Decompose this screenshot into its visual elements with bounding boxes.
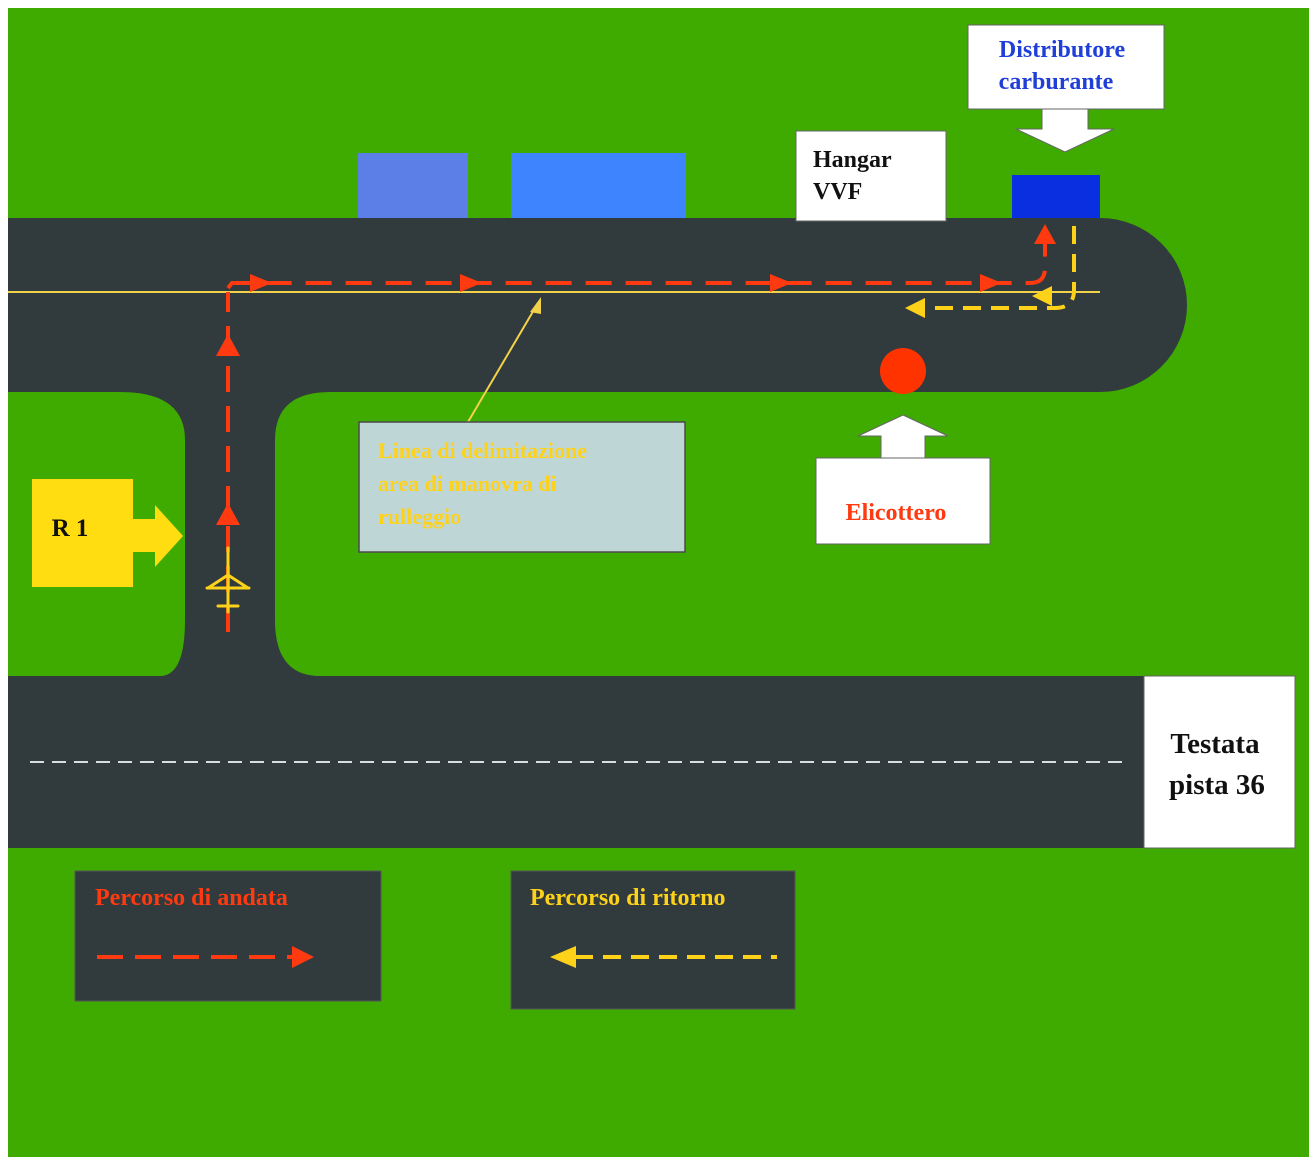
helicopter-marker <box>880 348 926 394</box>
airplane-icon <box>205 546 251 614</box>
r1-label: R 1 <box>52 515 89 542</box>
hangar-label-line2: VVF <box>813 179 862 205</box>
callout-pointer-arrowhead <box>530 297 541 314</box>
hangar-label-line1: Hangar <box>813 147 892 173</box>
helicopter-label: Elicottero <box>815 414 991 545</box>
runway-threshold-label: Testata pista 36 <box>1143 675 1296 849</box>
taxiway <box>8 218 1187 392</box>
legend-outbound-label: Percorso di andata <box>95 885 288 911</box>
building-right <box>511 153 686 223</box>
runway-label-line2: pista 36 <box>1169 769 1265 801</box>
legend-return: Percorso di ritorno <box>510 870 796 1010</box>
right-arrow-icon <box>133 505 183 567</box>
down-arrow-icon <box>1015 108 1115 153</box>
legend-return-label: Percorso di ritorno <box>530 885 726 911</box>
building-left <box>358 153 468 223</box>
fuel-label-line2: carburante <box>999 69 1114 95</box>
fuel-dispenser-label: Distributore carburante <box>967 24 1165 153</box>
runway-label-line1: Testata <box>1170 728 1260 760</box>
outbound-arrowheads <box>216 224 1056 525</box>
callout-line1: Linea di delimitazione <box>378 438 587 463</box>
legend-outbound-arrowhead <box>292 946 314 968</box>
callout-pointer-line <box>467 302 539 423</box>
helicopter-label-text: Elicottero <box>846 500 947 526</box>
callout-line2: area di manovra di <box>378 471 557 496</box>
return-route <box>925 226 1076 310</box>
boundary-line-callout: Linea di delimitazione area di manovra d… <box>358 421 686 553</box>
legend-outbound: Percorso di andata <box>74 870 382 1002</box>
r1-sign: R 1 <box>32 479 183 587</box>
fuel-tank <box>1012 175 1100 218</box>
return-arrowheads <box>905 286 1052 318</box>
hangar-label: Hangar VVF <box>795 130 947 222</box>
legend-return-arrowhead <box>550 946 576 968</box>
callout-line3: rulleggio <box>378 504 461 529</box>
fuel-label-line1: Distributore <box>999 37 1126 63</box>
